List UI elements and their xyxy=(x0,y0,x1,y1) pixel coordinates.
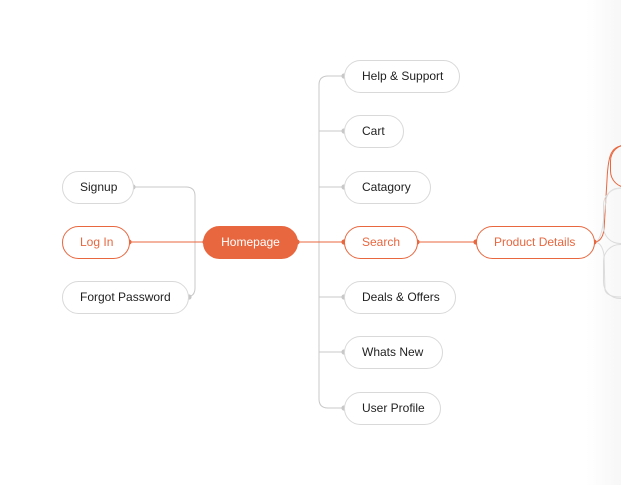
offscreen-node-bottom xyxy=(603,244,621,299)
node-signup[interactable]: Signup xyxy=(62,171,134,204)
node-homepage[interactable]: Homepage xyxy=(203,226,298,259)
offscreen-node-middle xyxy=(603,188,621,244)
node-search[interactable]: Search xyxy=(344,226,418,259)
node-forgot-password[interactable]: Forgot Password xyxy=(62,281,189,314)
node-category[interactable]: Catagory xyxy=(344,171,431,204)
node-help-support[interactable]: Help & Support xyxy=(344,60,460,93)
node-user-profile[interactable]: User Profile xyxy=(344,392,441,425)
node-login[interactable]: Log In xyxy=(62,226,130,259)
node-whats-new[interactable]: Whats New xyxy=(344,336,443,369)
node-product-details[interactable]: Product Details xyxy=(476,226,595,259)
node-deals-offers[interactable]: Deals & Offers xyxy=(344,281,456,314)
node-cart[interactable]: Cart xyxy=(344,115,404,148)
